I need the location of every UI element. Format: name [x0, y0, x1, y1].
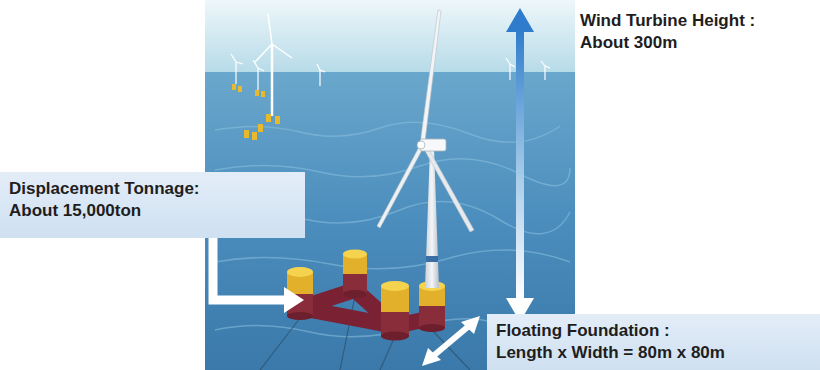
- callout-value: Length x Width = 80m x 80m: [496, 342, 810, 364]
- floating-foundation: [287, 250, 445, 341]
- callout-value: About 15,000ton: [9, 200, 295, 222]
- wind-turbine: [377, 10, 474, 288]
- callout-heading: Displacement Tonnage:: [9, 178, 295, 200]
- callout-box: Displacement Tonnage:About 15,000ton: [0, 172, 305, 238]
- callout-box: Floating Foundation :Length x Width = 80…: [487, 314, 820, 370]
- pointer-arrow: [213, 238, 304, 313]
- callout-heading: Floating Foundation :: [496, 320, 810, 342]
- dimension-arrow: [422, 316, 480, 366]
- height-arrow: [506, 8, 534, 322]
- distant-turbines: [231, 14, 550, 140]
- dimension-value: About 300m: [580, 32, 677, 54]
- dimension-heading: Wind Turbine Height :: [580, 10, 755, 32]
